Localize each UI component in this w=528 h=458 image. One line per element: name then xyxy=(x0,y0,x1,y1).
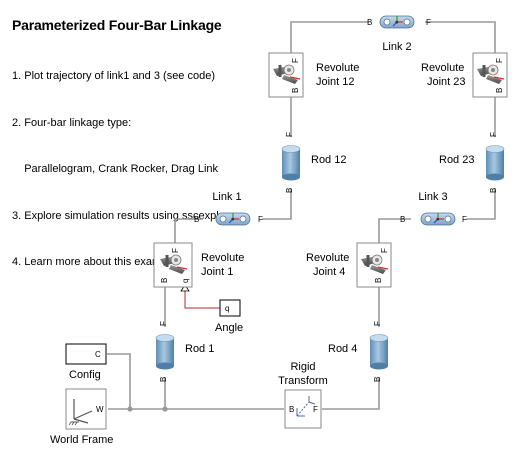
port-label-w: W xyxy=(96,405,104,414)
wire-rigid-to-rod4 xyxy=(322,378,380,410)
port-label-b: B xyxy=(373,377,382,382)
link-1-label: Link 1 xyxy=(212,191,241,203)
rod-icon xyxy=(485,145,505,181)
rod-12-block[interactable]: F B xyxy=(281,132,301,193)
port-label-b: B xyxy=(400,215,405,224)
revolute-joint-1-block[interactable]: F B q xyxy=(153,242,193,288)
rod-23-block[interactable]: F B xyxy=(485,132,505,193)
angle-output-block[interactable]: q xyxy=(219,299,241,317)
link-icon xyxy=(379,15,415,29)
wire-rod23-to-link3 xyxy=(466,189,496,220)
port-label-b: B xyxy=(367,18,372,27)
wire-link2-to-rev12 xyxy=(290,21,369,53)
rod-23-label: Rod 23 xyxy=(439,154,474,166)
wire-config-to-world xyxy=(107,353,131,409)
port-label-f: F xyxy=(426,18,431,27)
port-label-f: F xyxy=(495,58,504,63)
port-label-b: B xyxy=(159,377,168,382)
rigid-transform-label-line2: Transform xyxy=(278,375,328,387)
rod-4-block[interactable]: F B xyxy=(369,321,389,382)
revolute-joint-23-block[interactable]: F B xyxy=(472,52,508,98)
revolute-joint-12-label-line2: Joint 12 xyxy=(316,76,355,88)
port-label-f: F xyxy=(489,132,498,137)
angle-label: Angle xyxy=(215,322,243,334)
rod-4-label: Rod 4 xyxy=(328,343,357,355)
junction-dot-rod1 xyxy=(162,406,168,412)
wire-link2-to-rev23 xyxy=(425,21,496,53)
diagram-title: Parameterized Four-Bar Linkage xyxy=(12,17,222,33)
rod-icon xyxy=(155,334,175,370)
q-port-arrow xyxy=(180,284,190,292)
rod-icon xyxy=(369,334,389,370)
port-label-b: B xyxy=(194,215,199,224)
instruction-list: 1. Plot trajectory of link1 and 3 (see c… xyxy=(12,38,235,286)
port-label-f: F xyxy=(373,321,382,326)
rod-1-label: Rod 1 xyxy=(185,343,214,355)
rigid-transform-label-line1: Rigid xyxy=(290,361,315,373)
instruction-1[interactable]: 1. Plot trajectory of link1 and 3 (see c… xyxy=(12,70,215,82)
revolute-joint-1-label-line2: Joint 1 xyxy=(201,266,233,278)
wire-link1-to-rev1 xyxy=(174,218,203,243)
wire-link3-to-rev4 xyxy=(378,218,411,243)
link-1-block[interactable]: B F xyxy=(194,212,263,226)
link-2-label: Link 2 xyxy=(382,41,411,53)
instruction-2-options[interactable]: Parallelogram, Crank Rocker, Drag Link xyxy=(12,163,219,175)
revolute-joint-12-label-line1: Revolute xyxy=(316,62,359,74)
revolute-joint-4-block[interactable]: F B xyxy=(356,242,392,288)
link-3-block[interactable]: B F xyxy=(400,212,467,226)
instruction-2: 2. Four-bar linkage type: xyxy=(12,116,132,129)
revolute-joint-1-label-line1: Revolute xyxy=(201,252,244,264)
signal-line-q-to-angle xyxy=(184,289,220,309)
rigid-transform-block[interactable]: B F xyxy=(284,389,322,429)
wire-rod12-to-link1 xyxy=(262,189,292,220)
port-label-b: B xyxy=(285,188,294,193)
port-label-q: q xyxy=(225,304,229,313)
revolute-joint-4-label-line2: Joint 4 xyxy=(313,266,345,278)
port-label-f: F xyxy=(171,248,180,253)
rod-icon xyxy=(281,145,301,181)
rod-1-block[interactable]: F B xyxy=(155,321,175,382)
link-icon xyxy=(215,212,251,226)
config-label: Config xyxy=(69,369,101,381)
port-label-f: F xyxy=(159,321,168,326)
revolute-joint-4-label-line1: Revolute xyxy=(306,252,349,264)
link-icon xyxy=(420,212,456,226)
revolute-joint-23-label-line1: Revolute xyxy=(421,62,464,74)
connection-lines xyxy=(107,21,496,412)
rod-12-label: Rod 12 xyxy=(311,154,346,166)
port-label-c: C xyxy=(95,350,101,359)
rigid-transform-icon xyxy=(296,401,310,417)
port-label-b: B xyxy=(489,188,498,193)
port-label-b: B xyxy=(289,405,294,414)
port-label-f: F xyxy=(462,215,467,224)
mechanism-config-block[interactable]: C xyxy=(65,343,107,365)
port-label-f: F xyxy=(380,248,389,253)
port-label-b: B xyxy=(160,278,169,283)
revolute-joint-23-label-line2: Joint 23 xyxy=(427,76,466,88)
port-label-b: B xyxy=(291,88,300,93)
link-2-block[interactable]: B F xyxy=(367,13,431,31)
junction-dot-config xyxy=(127,406,133,412)
port-label-b: B xyxy=(495,88,504,93)
revolute-joint-12-block[interactable]: F B xyxy=(268,52,304,98)
port-label-f: F xyxy=(313,405,318,414)
world-frame-block[interactable]: W xyxy=(65,388,107,430)
port-label-f: F xyxy=(285,132,294,137)
world-frame-label: World Frame xyxy=(50,434,113,446)
port-label-q: q xyxy=(181,279,190,283)
link-3-label: Link 3 xyxy=(418,191,447,203)
port-label-f: F xyxy=(258,215,263,224)
port-label-f: F xyxy=(291,58,300,63)
port-label-b: B xyxy=(374,278,383,283)
